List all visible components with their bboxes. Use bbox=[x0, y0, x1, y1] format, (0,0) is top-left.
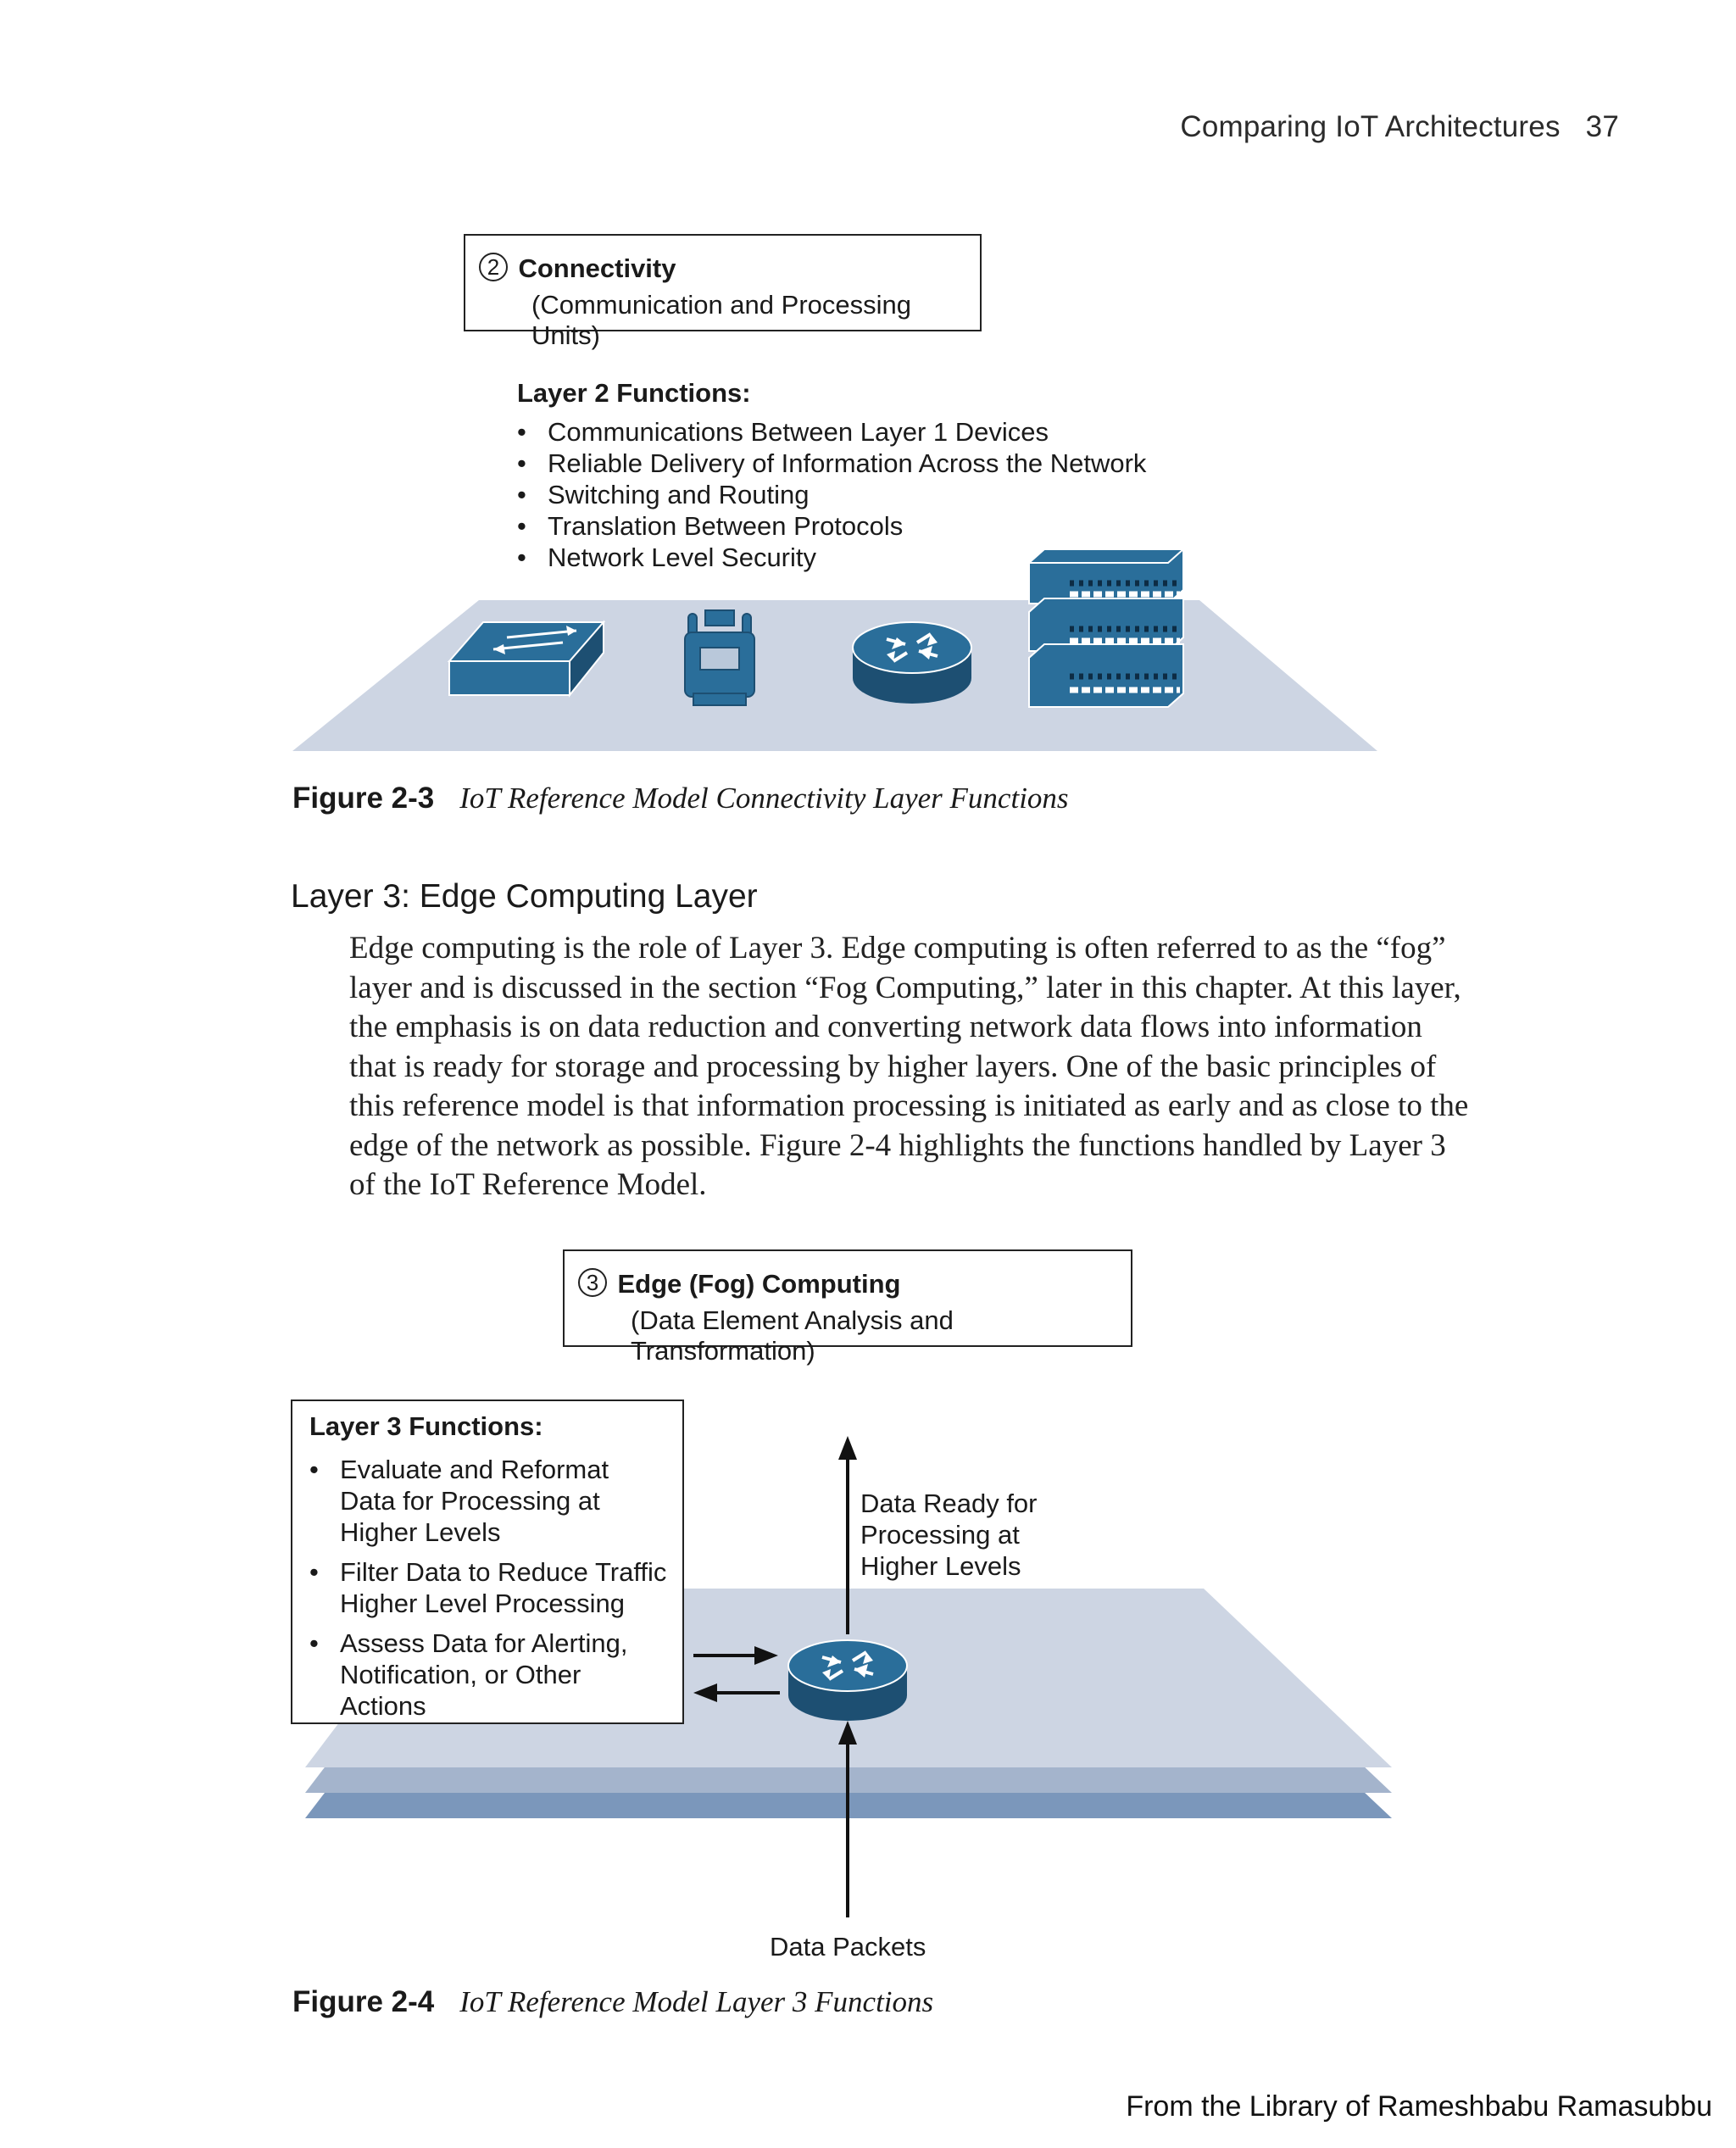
list-item: Reliable Delivery of Information Across … bbox=[517, 448, 1280, 479]
router-icon bbox=[787, 1639, 908, 1721]
figure-2-3-caption: Figure 2-3 IoT Reference Model Connectivi… bbox=[292, 782, 1069, 815]
list-item: Translation Between Protocols bbox=[517, 510, 1280, 542]
section-heading: Layer 3: Edge Computing Layer bbox=[291, 878, 758, 915]
layer2-functions-heading: Layer 2 Functions: bbox=[517, 378, 751, 408]
layer-title: Edge (Fog) Computing bbox=[617, 1269, 901, 1299]
layer-number-badge: 3 bbox=[578, 1268, 607, 1297]
layer-subtitle: (Communication and Processing Units) bbox=[531, 290, 911, 350]
figure-label: Figure 2-3 bbox=[292, 782, 435, 815]
chapter-title: Comparing IoT Architectures bbox=[1180, 110, 1561, 143]
figure-title: IoT Reference Model Layer 3 Functions bbox=[459, 1985, 934, 2018]
section-body: Edge computing is the role of Layer 3. E… bbox=[349, 931, 1469, 1202]
layer3-functions-box: Layer 3 Functions: Evaluate and Reformat… bbox=[291, 1400, 684, 1724]
list-item: Communications Between Layer 1 Devices bbox=[517, 416, 1280, 448]
list-item: Network Level Security bbox=[517, 542, 1280, 573]
list-item: Evaluate and Reformat Data for Processin… bbox=[309, 1454, 670, 1548]
gateway-icon bbox=[684, 609, 755, 706]
layer-title: Connectivity bbox=[518, 253, 676, 283]
list-item: Switching and Routing bbox=[517, 479, 1280, 510]
layer-number-badge: 2 bbox=[479, 253, 508, 281]
list-item: Filter Data to Reduce Traffic Higher Lev… bbox=[309, 1556, 670, 1619]
list-item: Assess Data for Alerting, Notification, … bbox=[309, 1628, 670, 1722]
layer2-functions-list: Communications Between Layer 1 Devices R… bbox=[517, 416, 1280, 573]
data-ready-label: Data Ready for Processing at Higher Leve… bbox=[860, 1489, 1038, 1581]
server-rack-icon bbox=[1027, 548, 1186, 708]
figure-label: Figure 2-4 bbox=[292, 1985, 435, 2018]
figure-2-4-caption: Figure 2-4 IoT Reference Model Layer 3 Fu… bbox=[292, 1985, 933, 2019]
page-number: 37 bbox=[1585, 110, 1619, 143]
running-head: Comparing IoT Architectures 37 bbox=[1180, 110, 1619, 144]
connectivity-layer-box: 2 Connectivity (Communication and Proces… bbox=[464, 234, 982, 350]
layer3-functions-heading: Layer 3 Functions: bbox=[309, 1411, 543, 1441]
library-credit: From the Library of Rameshbabu Ramasubbu bbox=[1126, 2090, 1712, 2123]
switch-icon bbox=[447, 620, 606, 698]
data-packets-label: Data Packets bbox=[770, 1932, 926, 1962]
edge-computing-layer-box: 3 Edge (Fog) Computing (Data Element Ana… bbox=[563, 1249, 1132, 1366]
layer3-functions-list: Evaluate and Reformat Data for Processin… bbox=[309, 1454, 670, 1722]
connectivity-diagram bbox=[292, 548, 1377, 751]
layer-subtitle: (Data Element Analysis and Transformatio… bbox=[631, 1305, 954, 1366]
router-icon bbox=[852, 621, 972, 704]
figure-title: IoT Reference Model Connectivity Layer F… bbox=[459, 782, 1069, 815]
